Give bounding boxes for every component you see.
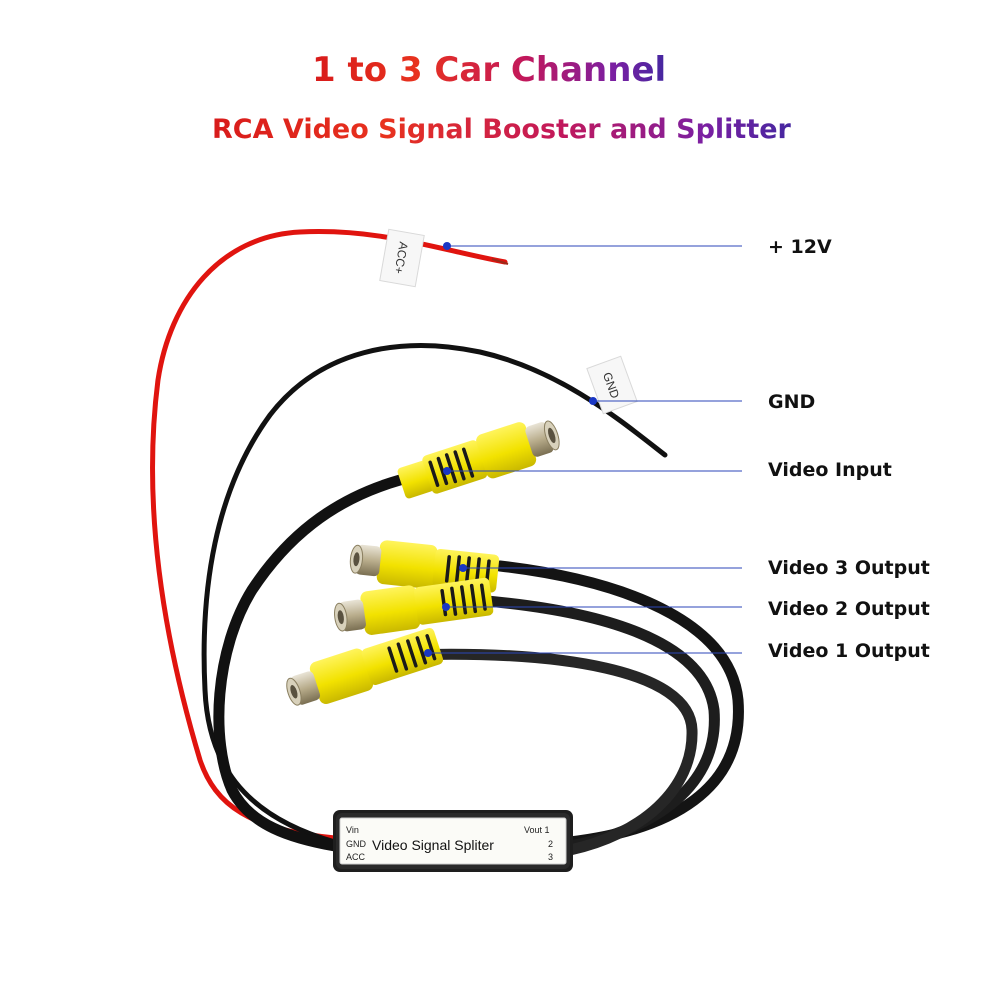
- callout-dot-video-1: [424, 649, 432, 657]
- callout-dot-power: [443, 242, 451, 250]
- callout-label-video-3-output: Video 3 Output: [768, 557, 930, 579]
- callout-dot-video-2: [442, 603, 450, 611]
- splitter-pin-gnd: GND: [346, 839, 367, 849]
- splitter-name: Video Signal Spliter: [372, 837, 494, 853]
- gnd-wire-tag: GND: [586, 355, 638, 415]
- splitter-pin-vout3: 3: [548, 852, 553, 862]
- callout-label-video-2-output: Video 2 Output: [768, 598, 930, 620]
- acc-tag-text: ACC+: [391, 241, 410, 275]
- video-3-cable: [494, 560, 744, 848]
- video-input-cable: [213, 474, 406, 852]
- splitter-pin-vout2: 2: [548, 839, 553, 849]
- callout-label-video-input: Video Input: [768, 459, 892, 481]
- title-line-1: 1 to 3 Car Channel: [312, 50, 667, 90]
- rca-video-2-output: [334, 577, 494, 635]
- splitter-pin-vin: Vin: [346, 825, 359, 835]
- callout-label-power: + 12V: [768, 236, 832, 258]
- red-wire-tip: [491, 258, 509, 265]
- callout-dot-video-3: [459, 564, 467, 572]
- video-1-cable: [399, 648, 698, 856]
- callout-label-video-1-output: Video 1 Output: [768, 640, 930, 662]
- callout-dot-ground: [589, 397, 597, 405]
- splitter-pin-vout1: Vout 1: [524, 825, 550, 835]
- title-line-2: RCA Video Signal Booster and Splitter: [212, 114, 791, 145]
- callout-label-ground: GND: [768, 391, 816, 413]
- red-acc-wire: [150, 229, 508, 841]
- rca-video-1-output: [286, 627, 444, 706]
- splitter-pin-acc: ACC: [346, 852, 366, 862]
- rca-video-input: [397, 420, 560, 499]
- splitter-box: Vin GND ACC Video Signal Spliter Vout 1 …: [333, 810, 573, 872]
- acc-wire-tag: ACC+: [379, 228, 425, 288]
- callout-dot-video-input: [443, 467, 451, 475]
